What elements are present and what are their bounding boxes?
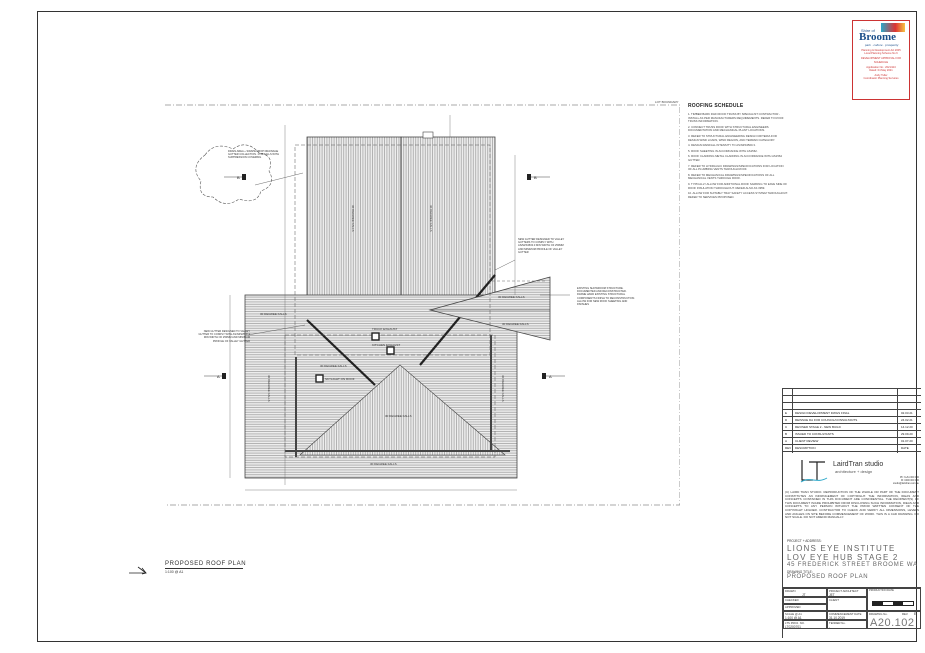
fall-label: 30 DEGREE FALLS (502, 322, 529, 326)
scale-bar (872, 601, 914, 606)
schedule-item: 10. ALLOW FOR SUITABLY TRAY SAFETY ACCES… (688, 191, 788, 199)
approval-stamp: Shire of Broome park · culture · prosper… (852, 20, 910, 100)
svg-text:A: A (217, 374, 220, 379)
lot-boundary (165, 104, 680, 506)
drawing-sheet (37, 11, 917, 642)
project-line-2: LOV EYE HUB STAGE 2 (787, 553, 899, 562)
boundary-label: LOT BOUNDARY (655, 100, 679, 104)
section-marker-b-left: B (224, 174, 246, 180)
plant-box-kitchen-exhaust (386, 346, 395, 355)
schedule-item: 2. CONNECT TRUSS ROOF WITH STRUCTURAL EN… (688, 124, 769, 133)
note-existing: EXISTING SHOWROOM STRUCTURE. DOCUMENTED … (577, 287, 635, 307)
project-line-1: LIONS EYE INSTITUTE (787, 544, 896, 553)
schedule-item: 6. ROOF CLADDING METAL CLADDING IN ACCOR… (688, 154, 783, 162)
valley-gutter-left (306, 319, 376, 386)
revision-header: REV DESCRIPTION DATE (783, 445, 921, 452)
schedule-title: ROOFING SCHEDULE (688, 103, 744, 109)
stamp-line: DEVELOPMENT APPROVAL FOR (860, 57, 902, 61)
fall-label: 30 DEGREE FALLS (320, 364, 347, 368)
fall-label: 30 DEGREE FALLS (260, 312, 287, 316)
stamp-tagline: park · culture · prosperity (865, 43, 899, 47)
fall-label: 30 DEGREE FALLS (498, 295, 525, 299)
note-gutter-right: NEW GUTTER DESIGNED TO VALLEY GUTTERS TO… (518, 238, 565, 254)
roof-plan-drawing: LOT BOUNDARY TRUCK EXHAUST KITCHEN EXHAU… (165, 100, 680, 506)
svg-text:B: B (534, 175, 537, 180)
fall-label: 30 DEGREE FALLS (370, 462, 397, 466)
stamp-line: Application No.: 2021/113 (866, 65, 896, 69)
stamp-line: Andy Tuller (874, 74, 888, 78)
fall-label: 30 DEGREE FALLS (429, 205, 433, 232)
svg-text:A: A (549, 374, 552, 379)
firm-contact: Ph: 9+61 000 000 M: 0400 000 000 studio@… (879, 476, 919, 485)
firm-sub: architecture + design (835, 469, 873, 474)
north-arrow-icon (128, 562, 150, 575)
stamp-logo-icon (881, 23, 905, 32)
schedule-item: 3. REFER TO STRUCTURAL ENGINEERING DESIG… (688, 133, 777, 142)
section-marker-a-right: A (542, 373, 565, 379)
fall-label: 30 DEGREE FALLS (351, 205, 355, 232)
stamp-line: Coordinator Planning Services (863, 77, 899, 81)
plan-title-underline (165, 568, 243, 569)
valley-gutter-right (419, 274, 496, 366)
drawing-title: PROPOSED ROOF PLAN (787, 574, 869, 580)
stamp-line: SCHEDULE (873, 60, 889, 64)
fall-label: 30 DEGREE FALLS (385, 414, 412, 418)
fall-label: 30 DEGREE FALLS (267, 375, 271, 402)
roofing-schedule: ROOFING SCHEDULE 1. TIMBER BARK RAIN ROO… (688, 103, 794, 201)
drawing-title-label: DRAWING TITLE: (787, 570, 813, 574)
stamp-line: Planning & Development Act 2005 (861, 49, 901, 52)
svg-text:B: B (237, 175, 240, 180)
schedule-item: 8. REFER TO MECHANICAL DRAWINGS/SPECIFIC… (688, 172, 775, 181)
roof-hip-centre (299, 364, 506, 456)
schedule-item: 4. DESIGN RAINFALL INTENSITY TO AS/NZS35… (688, 143, 756, 148)
project-label: PROJECT + ADDRESS: (787, 539, 822, 543)
stamp-logo-small: Shire of (861, 28, 875, 33)
schedule-item: 9. TYPICALLY ALLOW FOR ADDITIONAL ROOF S… (688, 181, 788, 190)
copyright-note: (C) LAIRD TRAN STUDIO. REPRODUCTION OF T… (785, 490, 919, 520)
fall-label: 30 DEGREE FALLS (501, 375, 505, 402)
section-marker-a-left: A (204, 373, 226, 379)
stamp-logo-main: Broome (859, 31, 897, 43)
roof-vent (422, 131, 434, 139)
plan-scale: 1:100 @ A1 (165, 570, 184, 574)
schedule-item: 5. ROOF SHEETING IN ACCORDANCE WITH AS15… (688, 148, 758, 153)
stamp-line: Local Planning Scheme No 6 (864, 52, 898, 56)
drawing-number: A20.102 (870, 617, 915, 629)
plant-box-skylight (315, 374, 324, 383)
firm-contact-line: M: 0400 000 000 (901, 479, 919, 482)
section-marker-b-right: B (527, 174, 550, 180)
firm-name: LairdTran studio (833, 461, 884, 468)
schedule-item: 1. TIMBER BARK RAIN ROOF TRUSS BY SPECIA… (688, 112, 784, 124)
stamp-lines: Planning & Development Act 2005 Local Pl… (855, 49, 907, 81)
note-drain: DRAIN AREA + SWAPE DROP DRAINAGE GUTTER … (228, 150, 280, 160)
plant-label: SKYLIGHT ON ROOF (325, 377, 355, 381)
note-gutter-left: NEW GUTTER DESIGNED TO VALLEY GUTTER TO … (198, 330, 250, 343)
firm-contact-line: studio@lairdtran.com.au (893, 482, 919, 485)
plant-box-truck-exhaust (371, 332, 380, 341)
project-line-3: 45 FREDERICK STREET BROOME WA (787, 562, 918, 568)
schedule-item: 7. REFER TO HYDRAULIC DRAWINGS/SPECIFICA… (688, 163, 784, 172)
plant-label: KITCHEN EXHAUST (372, 343, 400, 347)
plan-title: PROPOSED ROOF PLAN (165, 561, 247, 567)
plant-label: TRUCK EXHAUST (372, 327, 398, 331)
stamp-line: Dated: 04 May 2021 (869, 69, 893, 73)
firm-logo-icon (799, 458, 829, 484)
firm-contact-line: Ph: 9+61 000 000 (900, 476, 919, 479)
